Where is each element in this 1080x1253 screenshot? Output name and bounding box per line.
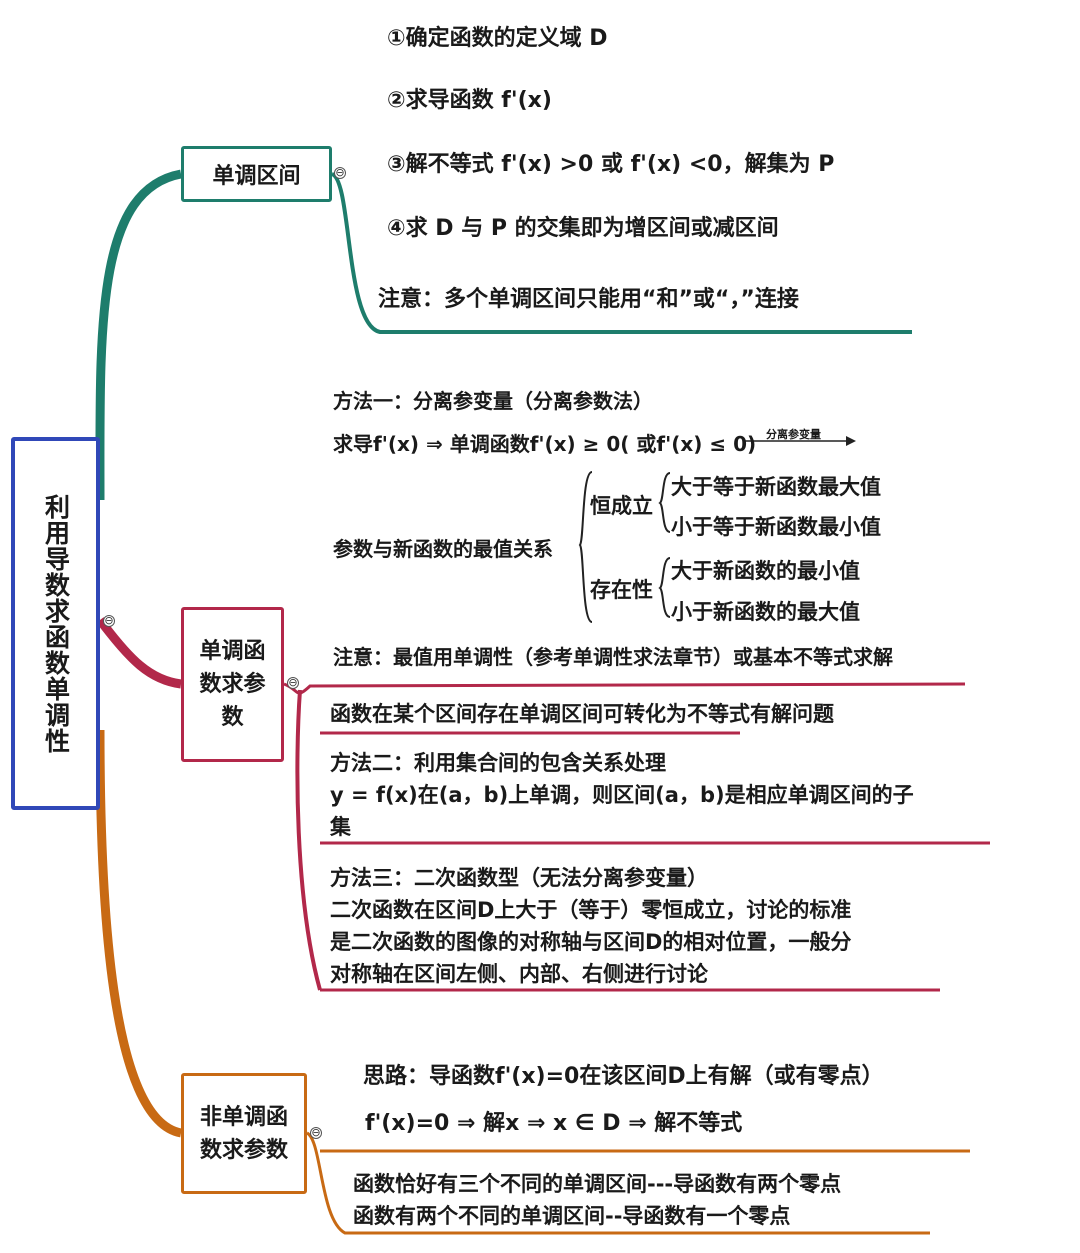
method2-line-2: 集 (330, 815, 351, 839)
group-exist-item-2: 小于新函数的最大值 (671, 600, 860, 624)
topic-label: 非单调函数求参数 (199, 1104, 288, 1163)
topic-monotonic-parameter[interactable]: 单调函数求参数 (181, 607, 284, 762)
connector-branch2 (96, 617, 182, 689)
branch1-note: 注意：多个单调区间只能用“和”或“，”连接 (378, 287, 799, 312)
connector-branch2-sub (283, 682, 966, 695)
branch3-line-1: 函数恰好有三个不同的单调区间---导函数有两个零点 (353, 1172, 842, 1196)
connector-branch1-sub (330, 172, 912, 334)
method2-line-1: y = f(x)在(a，b)上单调，则区间(a，b)是相应单调区间的子 (330, 783, 914, 807)
arrow-label: 分离参变量 (766, 428, 821, 441)
branch3-idea: 思路：导函数f'(x)=0在该区间D上有解（或有零点） (363, 1064, 884, 1089)
brace-inner-1 (658, 472, 671, 533)
connector-branch3-sub (306, 1131, 930, 1235)
method3-title: 方法三：二次函数型（无法分离参变量） (330, 866, 708, 890)
collapse-icon[interactable]: ⊖ (334, 166, 346, 179)
branch3-formula: f'(x)=0 ⇒ 解x ⇒ x ∈ D ⇒ 解不等式 (365, 1111, 743, 1136)
root-topic[interactable]: 利用导数求函数单调性 (11, 437, 100, 810)
method3-line-3: 对称轴在区间左侧、内部、右侧进行讨论 (330, 962, 708, 986)
group-exist: 存在性 (590, 578, 653, 602)
group-always-item-2: 小于等于新函数最小值 (671, 515, 881, 539)
step-3: ③解不等式 f'(x) >0 或 f'(x) <0，解集为 P (387, 152, 835, 177)
method3-line-2: 是二次函数的图像的对称轴与区间D的相对位置，一般分 (330, 930, 852, 954)
topic-label: 单调区间 (212, 164, 301, 189)
brace-outer (578, 471, 593, 623)
branch2-note: 注意：最值用单调性（参考单调性求法章节）或基本不等式求解 (333, 645, 893, 669)
collapse-icon[interactable]: ⊖ (103, 614, 115, 627)
topic-monotonic-interval[interactable]: 单调区间 (181, 146, 332, 202)
brace-inner-2 (658, 557, 671, 618)
root-label: 利用导数求函数单调性 (41, 493, 71, 754)
step-4: ④求 D 与 P 的交集即为增区间或减区间 (387, 216, 779, 241)
group-always-item-1: 大于等于新函数最大值 (671, 475, 881, 499)
relation-label: 参数与新函数的最值关系 (333, 537, 553, 561)
method3-line-1: 二次函数在区间D上大于（等于）零恒成立，讨论的标准 (330, 898, 852, 922)
group-exist-item-1: 大于新函数的最小值 (671, 559, 860, 583)
separate-arrow-head (846, 436, 856, 446)
topic-non-monotonic-parameter[interactable]: 非单调函数求参数 (181, 1073, 307, 1194)
method1-formula: 求导f'(x) ⇒ 单调函数f'(x) ≥ 0( 或f'(x) ≤ 0) (333, 432, 757, 456)
group-always: 恒成立 (590, 494, 653, 518)
collapse-icon[interactable]: ⊖ (310, 1126, 322, 1139)
method2-title: 方法二：利用集合间的包含关系处理 (330, 751, 666, 775)
branch3-line-2: 函数有两个不同的单调区间--导函数有一个零点 (353, 1204, 791, 1228)
connector-branch1 (95, 169, 182, 501)
step-1: ①确定函数的定义域 D (387, 26, 608, 51)
collapse-icon[interactable]: ⊖ (287, 676, 299, 689)
exist-interval-line: 函数在某个区间存在单调区间可转化为不等式有解问题 (330, 702, 834, 726)
connector-branch2-trunk (295, 689, 322, 991)
method1-title: 方法一：分离参变量（分离参数法） (333, 389, 653, 413)
connector-branch3 (95, 729, 183, 1138)
topic-label: 单调函数求参数 (199, 639, 266, 730)
step-2: ②求导函数 f'(x) (387, 88, 552, 113)
